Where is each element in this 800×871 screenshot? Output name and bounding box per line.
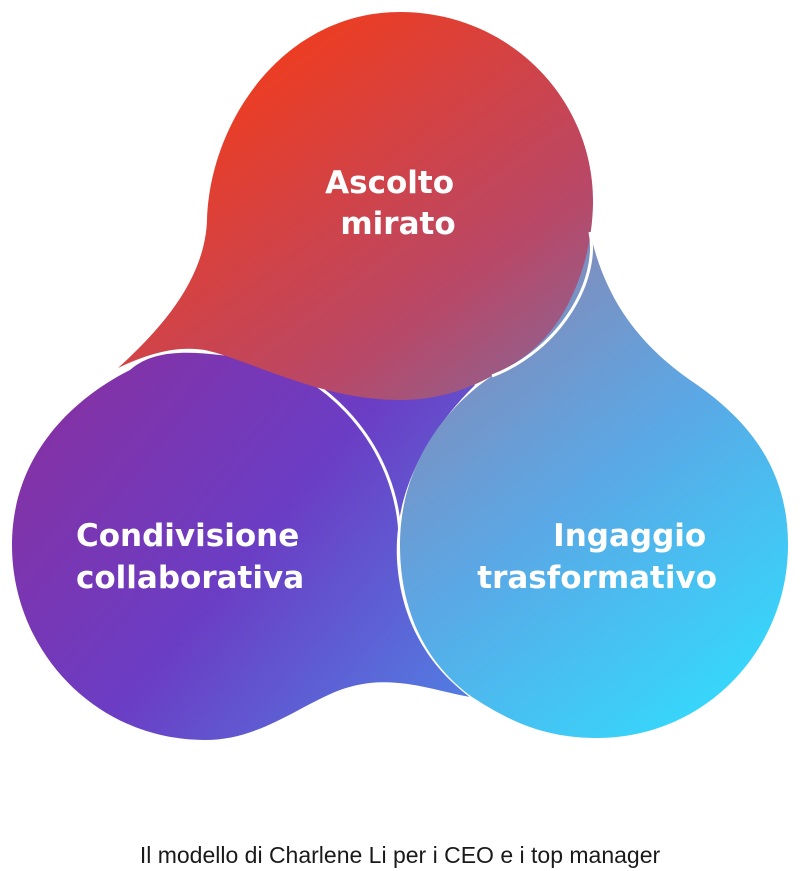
- figure-caption: Il modello di Charlene Li per i CEO e i …: [139, 842, 661, 868]
- lobe-top: [118, 12, 594, 400]
- lobe-top-divider: [491, 231, 593, 378]
- lobe-right-shape: [400, 232, 788, 738]
- label-ascolto-mirato-line-2: mirato: [340, 206, 455, 242]
- charlene-li-model-diagram: Ascolto mirato Condivisione collaborativ…: [12, 12, 788, 740]
- label-condivisione-collaborativa-line-1: Condivisione: [76, 518, 299, 554]
- label-ingaggio-trasformativo-line-2: trasformativo: [477, 560, 717, 596]
- lobe-left-divider: [117, 348, 473, 699]
- label-ingaggio-trasformativo: Ingaggio trasformativo: [477, 518, 717, 596]
- label-ingaggio-trasformativo-line-1: Ingaggio: [553, 518, 706, 554]
- label-condivisione-collaborativa-line-2: collaborativa: [76, 560, 304, 596]
- lobe-left-shape: [12, 352, 475, 740]
- lobe-left: [12, 348, 475, 740]
- label-ascolto-mirato: Ascolto mirato: [325, 165, 465, 242]
- lobe-right: [400, 232, 788, 738]
- label-condivisione-collaborativa: Condivisione collaborativa: [76, 518, 310, 596]
- label-ascolto-mirato-line-1: Ascolto: [325, 165, 454, 201]
- lobe-top-shape: [118, 12, 594, 400]
